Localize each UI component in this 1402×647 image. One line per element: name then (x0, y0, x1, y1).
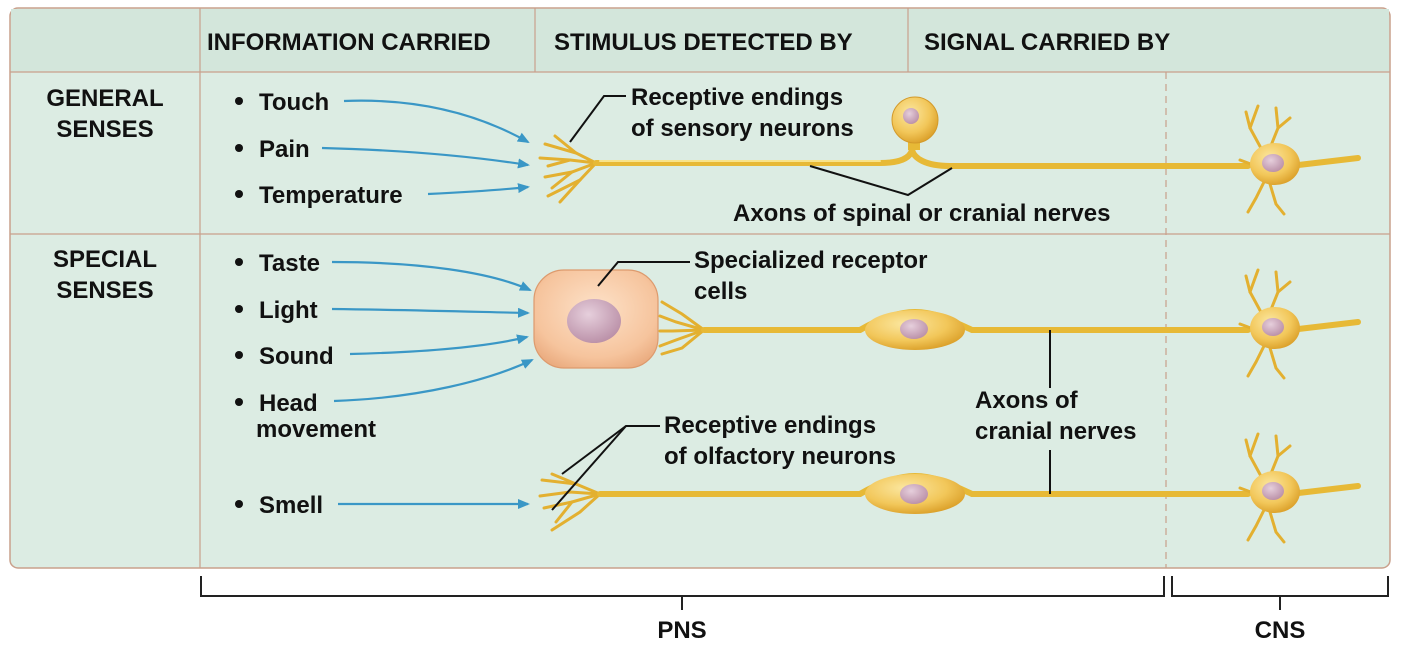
cns-bracket (1171, 576, 1389, 610)
item-taste: Taste (259, 250, 320, 277)
label-receptive-sensory-2: of sensory neurons (631, 115, 854, 142)
item-touch: Touch (259, 89, 329, 116)
header-information-carried: INFORMATION CARRIED (207, 29, 491, 56)
arrow-icon (333, 359, 534, 403)
stimulus-arrows (321, 99, 534, 509)
arrow-icon (331, 307, 530, 318)
row-title-special-1: SPECIAL (53, 246, 157, 273)
pns-bracket (200, 576, 1165, 610)
neuron-icon (538, 472, 1251, 532)
leader-lines (551, 95, 1051, 511)
arrow-icon (349, 334, 529, 356)
label-cns: CNS (1255, 617, 1306, 644)
item-smell: Smell (259, 492, 323, 519)
row-title-general-1: GENERAL (46, 85, 163, 112)
label-receptive-olf-1: Receptive endings (664, 412, 876, 439)
label-specialized-2: cells (694, 278, 747, 305)
label-axons-cranial-1: Axons of (975, 387, 1079, 414)
label-receptive-olf-2: of olfactory neurons (664, 443, 896, 470)
label-receptive-sensory-1: Receptive endings (631, 84, 843, 111)
row-title-general-2: SENSES (56, 116, 153, 143)
neuron-icon (1238, 432, 1361, 544)
label-axons-spinal: Axons of spinal or cranial nerves (733, 200, 1110, 227)
item-head: Head (259, 390, 318, 417)
row-title-special-2: SENSES (56, 277, 153, 304)
item-temperature: Temperature (259, 182, 403, 209)
arrow-icon (343, 99, 530, 143)
neuron-icon (1238, 268, 1361, 380)
arrow-icon (427, 183, 530, 196)
neuron-icon (538, 96, 1251, 204)
header-signal-carried-by: SIGNAL CARRIED BY (924, 29, 1170, 56)
item-light: Light (259, 297, 318, 324)
label-pns: PNS (657, 617, 706, 644)
header-stimulus-detected-by: STIMULUS DETECTED BY (554, 29, 853, 56)
receptor-cell-icon (533, 269, 659, 369)
label-specialized-1: Specialized receptor (694, 247, 927, 274)
neuron-icon (1238, 104, 1361, 216)
neuron-icon (658, 300, 1251, 356)
item-sound: Sound (259, 343, 334, 370)
item-movement: movement (256, 416, 376, 443)
label-axons-cranial-2: cranial nerves (975, 418, 1136, 445)
arrow-icon (331, 260, 532, 292)
arrow-icon (321, 146, 530, 169)
item-pain: Pain (259, 136, 310, 163)
bullets (235, 97, 243, 508)
